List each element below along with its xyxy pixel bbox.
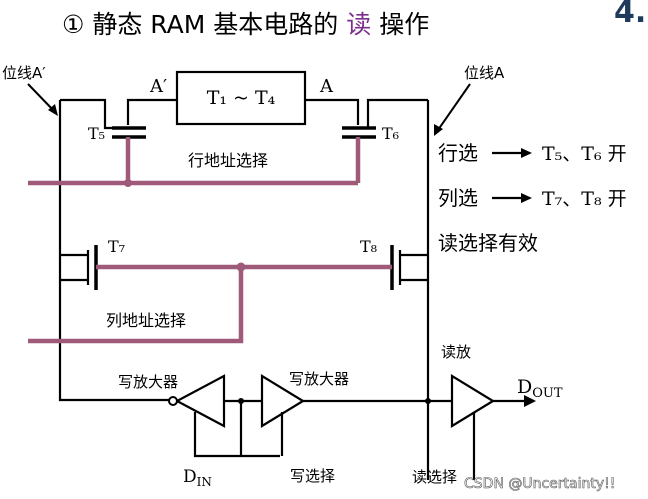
din-label: DIN [183,467,212,489]
watermark: CSDN @Uncertainty!! [464,476,615,492]
wire-din [193,399,428,458]
column-address-node [236,262,246,272]
row-address-node [124,179,132,187]
wire-read-in [428,399,528,480]
corner-mark: 4. [614,0,646,30]
wire-right-node [305,98,360,125]
title-highlight: 读 [346,10,371,39]
row-address-label: 行地址选择 [188,151,268,170]
bitline-right-label: 位线A [464,64,505,82]
note-row-result: T₅、T₆ 开 [542,143,627,165]
flipflop-label: T₁ ~ T₄ [207,87,276,109]
node-left-label: A′ [149,76,167,97]
note-row-arrowhead [521,148,532,158]
column-address-label: 列地址选择 [106,311,186,330]
bitline-right-pointer [437,83,471,131]
dout-label: DOUT [517,376,563,401]
title: ① 静态 RAM 基本电路的 读 操作 [62,10,429,39]
node-right-label: A [319,76,334,97]
wire-left-node [126,98,177,125]
wire-t8 [398,250,428,285]
note-read-valid: 读选择有效 [438,231,538,255]
note-row-select: 行选 [438,141,478,165]
wire-left-bitline [58,98,172,402]
t5-label: T₅ [88,124,105,143]
bitline-left-pointer [27,83,56,113]
flipflop-box [175,70,307,126]
bitline-left-arrowhead [48,104,58,116]
read-select-label: 读选择 [412,468,457,486]
note-column-result: T₇、T₈ 开 [542,188,627,210]
column-address-line [28,264,392,344]
wire-t7 [60,250,90,285]
wire-right-bitline [366,98,430,480]
note-column-arrowhead [521,193,532,203]
bitline-right-arrowhead [434,124,443,136]
t8-label: T₈ [360,237,377,256]
write-amplifier-left-bubble [168,396,178,406]
t7-label: T₇ [108,237,125,256]
write-amplifier-left-label: 写放大器 [118,373,178,391]
read-amplifier [450,374,496,428]
write-select-label: 写选择 [290,467,335,485]
dout-arrowhead [524,395,536,407]
write-amplifier-left [174,374,226,428]
bitline-left-label: 位线A′ [2,64,46,82]
row-address-line [28,137,361,186]
note-column-select: 列选 [438,186,478,210]
write-amplifier-right-label: 写放大器 [289,370,349,388]
read-amplifier-label: 读放 [441,343,471,361]
din-node [238,398,244,404]
t6-label: T₆ [382,124,399,143]
